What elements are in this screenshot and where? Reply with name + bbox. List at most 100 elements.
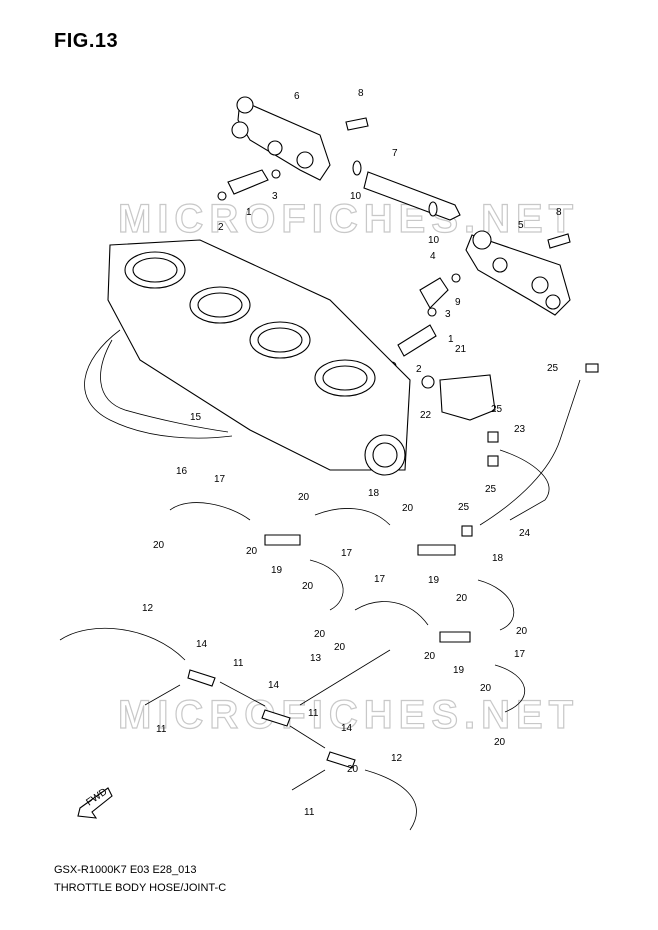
callout-label: 25 xyxy=(485,484,497,495)
clamp-25-c xyxy=(487,455,499,467)
callout-label: 6 xyxy=(294,91,300,102)
callout-label: 5 xyxy=(518,220,524,231)
hose-13 xyxy=(299,649,391,706)
o-ring-3-upper xyxy=(271,169,281,179)
callout-label: 17 xyxy=(514,649,526,660)
solenoid-valve-21 xyxy=(439,374,496,421)
callout-label: 20 xyxy=(246,546,258,557)
fuel-delivery-pipe-upper xyxy=(231,96,331,181)
clamp-25-a xyxy=(585,363,599,373)
hose-16 xyxy=(100,339,229,433)
joint-19-c xyxy=(439,631,471,643)
callout-label: 22 xyxy=(420,410,432,421)
callout-label: 20 xyxy=(298,492,310,503)
callout-label: 4 xyxy=(430,251,436,262)
bolt-8-upper xyxy=(345,117,369,131)
callout-label: 11 xyxy=(233,658,244,669)
callout-label: 14 xyxy=(341,723,353,734)
callout-label: 17 xyxy=(374,574,386,585)
figure-code: GSX-R1000K7 E03 E28_013 xyxy=(54,864,197,876)
callout-label: 19 xyxy=(428,575,440,586)
callout-label: 12 xyxy=(142,603,154,614)
callout-label: 15 xyxy=(190,412,202,423)
hose-11-a xyxy=(144,684,181,706)
callout-label: 21 xyxy=(455,344,467,355)
joint-14-c xyxy=(326,751,356,769)
callout-label: 25 xyxy=(547,363,559,374)
callout-label: 20 xyxy=(302,581,314,592)
callout-label: 8 xyxy=(556,207,562,218)
hose-15 xyxy=(84,329,233,439)
callout-label: 1 xyxy=(246,207,252,218)
forward-arrow-icon: FWD xyxy=(77,786,113,819)
washer-22 xyxy=(421,375,435,389)
callout-label: 10 xyxy=(350,191,362,202)
hose-11-d xyxy=(291,769,326,791)
callout-label: 23 xyxy=(514,424,526,435)
callout-label: 20 xyxy=(334,642,346,653)
callout-label: 17 xyxy=(214,474,226,485)
callout-label: 18 xyxy=(492,553,504,564)
callout-label: 14 xyxy=(196,639,208,650)
throttle-body-assembly xyxy=(107,239,411,476)
hose-17-d xyxy=(494,664,525,713)
hose-18-a xyxy=(314,508,391,526)
callout-label: 25 xyxy=(458,502,470,513)
callout-label: 20 xyxy=(347,764,359,775)
joint-4 xyxy=(419,277,449,309)
callout-label: 3 xyxy=(272,191,278,202)
callout-label: 25 xyxy=(491,404,503,415)
hose-11-c xyxy=(289,725,326,749)
figure-name: THROTTLE BODY HOSE/JOINT-C xyxy=(54,882,227,894)
callout-label: 20 xyxy=(456,593,468,604)
callout-label: 19 xyxy=(453,665,465,676)
injector-1-lower xyxy=(397,324,437,357)
hose-24 xyxy=(499,449,550,521)
callout-label: 20 xyxy=(480,683,492,694)
callout-label: 18 xyxy=(368,488,380,499)
callout-label: 24 xyxy=(519,528,531,539)
hose-12-a xyxy=(59,627,186,661)
callout-label: 12 xyxy=(391,753,403,764)
callout-label: 11 xyxy=(308,708,319,719)
o-ring-10b xyxy=(428,201,438,217)
hose-11-b xyxy=(219,681,266,707)
seal-2-upper xyxy=(217,191,227,201)
callout-label: 20 xyxy=(494,737,506,748)
callout-label: 14 xyxy=(268,680,280,691)
callout-label: 17 xyxy=(341,548,353,559)
injector-1-upper xyxy=(227,169,269,195)
callout-label: 13 xyxy=(310,653,322,664)
callout-label: 20 xyxy=(153,540,165,551)
joint-14-a xyxy=(187,669,216,687)
hose-17-c xyxy=(354,601,429,626)
fuel-delivery-pipe-lower xyxy=(465,230,571,316)
callout-label: 20 xyxy=(314,629,326,640)
callout-labels: 6 8 7 3 1 10 2 10 8 5 4 9 3 1 2 21 25 22… xyxy=(142,88,562,818)
callout-label: 2 xyxy=(416,364,422,375)
hose-18-b xyxy=(477,579,515,631)
joint-19-b xyxy=(417,544,456,556)
clamp-25-b xyxy=(487,431,499,443)
o-ring-3-lower xyxy=(427,307,437,317)
callout-label: 3 xyxy=(445,309,451,320)
callout-label: 1 xyxy=(448,334,454,345)
callout-label: 11 xyxy=(156,724,167,735)
watermark-bottom: MICROFICHES.NET xyxy=(118,693,579,737)
callout-label: 20 xyxy=(516,626,528,637)
callout-label: 9 xyxy=(455,297,461,308)
hose-17-b xyxy=(309,559,344,611)
figure-title: FIG.13 xyxy=(54,30,119,52)
callout-label: 20 xyxy=(402,503,414,514)
joint-14-b xyxy=(261,709,291,727)
hose-23 xyxy=(479,379,581,526)
watermark-top: MICROFICHES.NET xyxy=(118,197,579,241)
callout-label: 7 xyxy=(392,148,398,159)
joint-19-a xyxy=(264,534,301,546)
bolt-8-lower xyxy=(547,233,571,249)
hose-12-b xyxy=(364,769,417,831)
o-ring-9 xyxy=(451,273,461,283)
callout-label: 8 xyxy=(358,88,364,99)
